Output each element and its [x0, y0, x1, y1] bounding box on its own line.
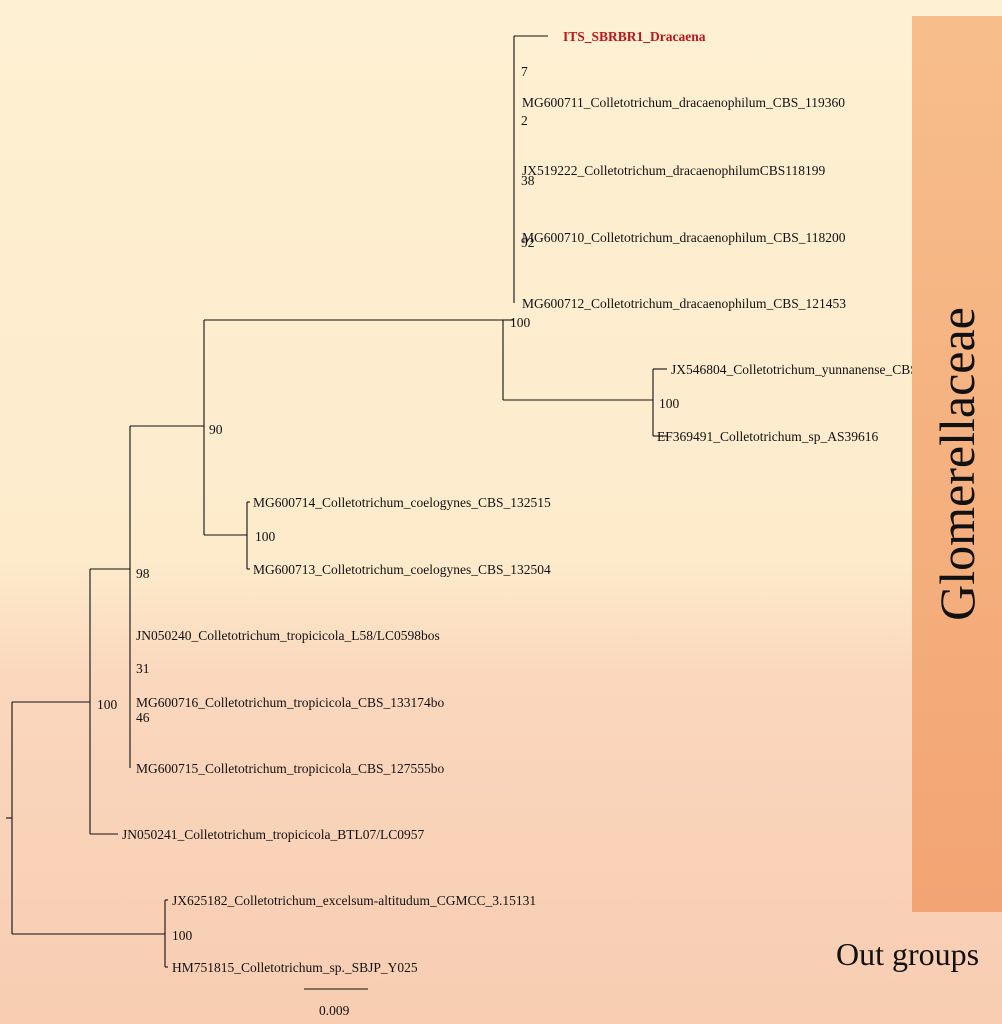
taxon-label: MG600712_Colletotrichum_dracaenophilum_C… [522, 296, 846, 311]
clade-band-glomerellaceae [912, 16, 1002, 912]
taxon-label: JX625182_Colletotrichum_excelsum-altitud… [172, 893, 536, 908]
taxon-label: JN050240_Colletotrichum_tropicicola_L58/… [136, 628, 440, 643]
taxon-label: MG600713_Colletotrichum_coelogynes_CBS_1… [253, 562, 551, 577]
support-value: 7 [521, 64, 528, 79]
support-value: 2 [521, 113, 528, 128]
taxon-label: MG600714_Colletotrichum_coelogynes_CBS_1… [253, 495, 551, 510]
support-value: 46 [136, 710, 150, 725]
support-value: 100 [510, 315, 531, 330]
taxon-label: HM751815_Colletotrichum_sp._SBJP_Y025 [172, 960, 418, 975]
support-value: 98 [136, 566, 150, 581]
taxon-label: ITS_SBRBR1_Dracaena [563, 29, 706, 44]
support-value: 100 [172, 928, 193, 943]
support-value: 100 [659, 396, 680, 411]
taxon-label: EF369491_Colletotrichum_sp_AS39616 [657, 429, 879, 444]
support-value: 100 [97, 697, 118, 712]
taxon-label: MG600710_Colletotrichum_dracaenophilum_C… [522, 230, 846, 245]
taxon-label: JN050241_Colletotrichum_tropicicola_BTL0… [122, 827, 424, 842]
outgroup-label: Out groups [836, 936, 980, 972]
support-value: 90 [209, 422, 223, 437]
taxon-label: JX519222_Colletotrichum_dracaenophilumCB… [522, 163, 825, 178]
support-value: 100 [255, 529, 276, 544]
support-value: 31 [136, 661, 150, 676]
support-value: 92 [521, 235, 535, 250]
taxon-label: MG600715_Colletotrichum_tropicicola_CBS_… [136, 761, 444, 776]
support-value: 38 [521, 173, 535, 188]
scale-bar-label: 0.009 [319, 1003, 350, 1018]
taxon-label: MG600711_Colletotrichum_dracaenophilum_C… [522, 95, 845, 110]
clade-label: Glomerellaceae [929, 307, 985, 621]
taxon-label: JX546804_Colletotrichum_yunnanense_CBS13… [671, 362, 958, 377]
taxon-label: MG600716_Colletotrichum_tropicicola_CBS_… [136, 695, 444, 710]
